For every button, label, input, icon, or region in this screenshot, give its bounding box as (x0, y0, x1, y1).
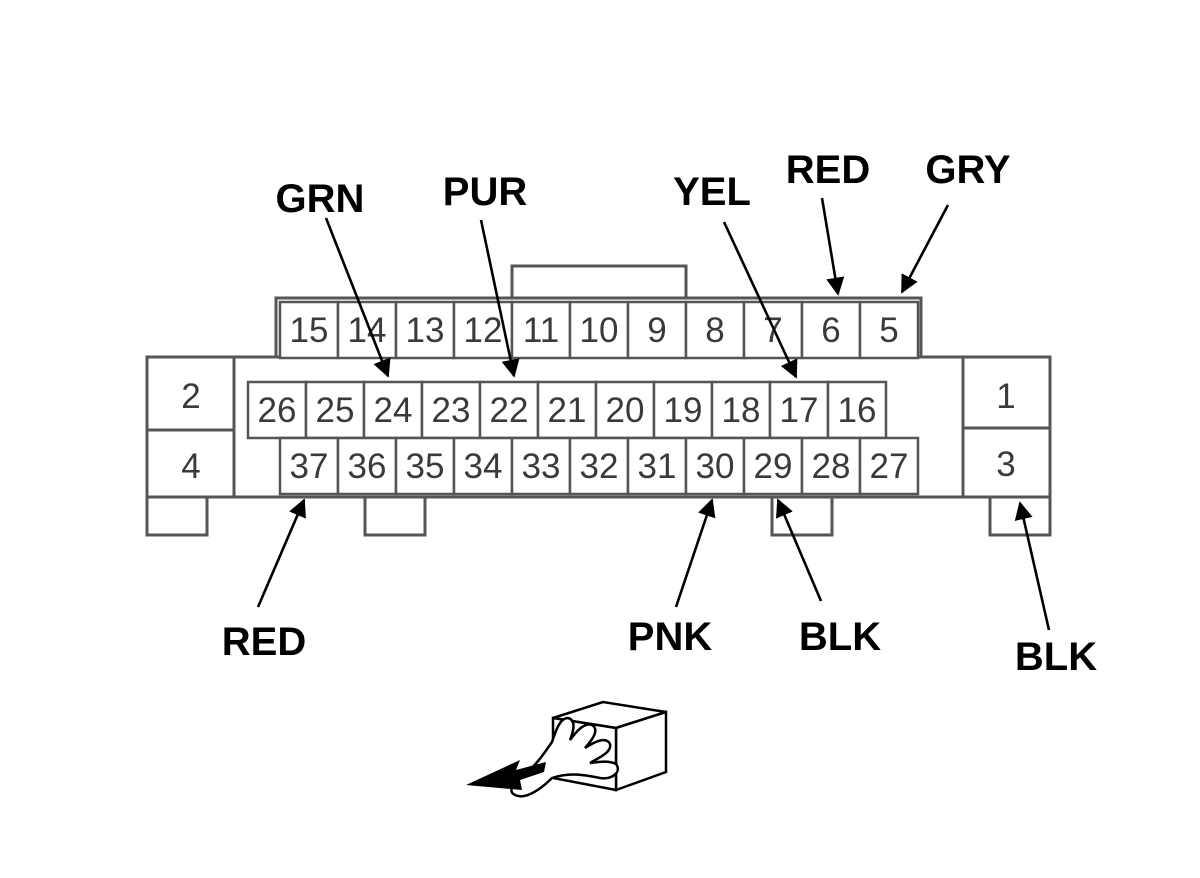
pin-number: 36 (348, 447, 387, 486)
pin-cell (858, 436, 920, 496)
terminal-side-view-hand-icon (466, 700, 668, 798)
pin-number: 13 (406, 311, 445, 350)
pin-number: 26 (258, 391, 297, 430)
leader-arrow (900, 204, 950, 294)
pin-number: 12 (464, 311, 503, 350)
wire-color-label: BLK (799, 615, 881, 659)
pin-number: 30 (696, 447, 735, 486)
leader-arrow (256, 498, 306, 608)
pin-number: 33 (522, 447, 561, 486)
pin-number: 19 (664, 391, 703, 430)
pin-number: 25 (316, 391, 355, 430)
pin-number: 34 (464, 447, 503, 486)
pin-cell (394, 436, 456, 496)
pin-number: 37 (290, 447, 329, 486)
pin-number: 3 (996, 445, 1015, 484)
pin-number: 35 (406, 447, 445, 486)
pin-cell (684, 300, 746, 360)
pin-number: 10 (580, 311, 619, 350)
leader-arrow (1014, 501, 1051, 631)
wire-label-layer: GRN PUR YEL RED GRY RED PNK BLK BLK (222, 148, 1097, 679)
leader-arrow (479, 219, 520, 378)
pin-number: 28 (812, 447, 851, 486)
pin-number: 32 (580, 447, 619, 486)
pin-cell (800, 436, 862, 496)
leader-arrow (820, 197, 845, 296)
pin-cell (362, 380, 424, 440)
pin-number: 27 (870, 447, 909, 486)
leader-arrow (722, 221, 798, 379)
pin-number: 21 (548, 391, 587, 430)
leader-arrow (776, 498, 823, 602)
pin-number: 17 (780, 391, 819, 430)
pin-number: 22 (490, 391, 529, 430)
leader-arrow (674, 498, 716, 608)
pin-number: 6 (821, 311, 840, 350)
pin-number: 5 (879, 311, 898, 350)
foot (988, 495, 1052, 537)
foot (770, 495, 834, 537)
pin-number: 23 (432, 391, 471, 430)
pin-number: 31 (638, 447, 677, 486)
pin-number: 14 (348, 311, 387, 350)
pin-number: 15 (290, 311, 329, 350)
pin-cell (800, 300, 862, 360)
pin-number: 8 (705, 311, 724, 350)
wire-color-label: PUR (443, 170, 528, 214)
wire-color-label: BLK (1015, 635, 1097, 679)
pin-cell (684, 436, 746, 496)
pin-cell (336, 436, 398, 496)
pin-number: 1 (996, 377, 1015, 416)
pin-cell (626, 436, 688, 496)
foot (145, 495, 209, 537)
pin-number: 4 (181, 447, 200, 486)
pin-number: 16 (838, 391, 877, 430)
wire-color-label: GRN (276, 177, 365, 221)
pin-cell (626, 300, 688, 360)
pin-number: 18 (722, 391, 761, 430)
foot (363, 495, 427, 537)
pin-number: 2 (181, 377, 200, 416)
pin-cell (568, 436, 630, 496)
pin-cell (510, 300, 572, 360)
pin-cell (710, 380, 772, 440)
pin-number: 24 (374, 391, 413, 430)
wire-color-label: RED (222, 620, 306, 664)
pin-number: 29 (754, 447, 793, 486)
pin-cell (858, 300, 920, 360)
pin-cell (452, 300, 514, 360)
wire-color-label: RED (786, 148, 870, 192)
pin-number: 9 (647, 311, 666, 350)
leader-arrow (324, 217, 391, 378)
pin-cell (510, 436, 572, 496)
wire-color-label: GRY (925, 148, 1011, 192)
pin-number: 20 (606, 391, 645, 430)
wire-color-label: PNK (628, 615, 713, 659)
wire-color-label: YEL (673, 170, 751, 214)
pin-number: 11 (523, 311, 559, 350)
pin-cell (394, 300, 456, 360)
